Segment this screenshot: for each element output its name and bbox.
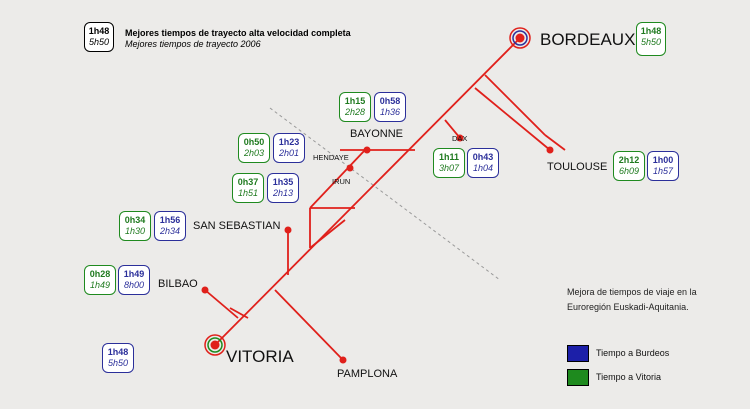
station-pamplona-dot [339, 356, 347, 364]
legend-line1: Mejores tiempos de trayecto alta velocid… [125, 28, 351, 38]
city-bordeaux: BORDEAUX [540, 30, 636, 49]
city-pamplona: PAMPLONA [337, 368, 398, 380]
city-vitoria: VITORIA [226, 347, 294, 366]
time-value: 1h30 [124, 226, 146, 236]
time-value: 8h00 [123, 280, 145, 290]
time-value: 1h36 [379, 107, 401, 117]
time-box-hendaye-vitoria: 0h50 2h03 [238, 133, 270, 163]
time-value: 1h11 [438, 152, 460, 162]
vitoria-terminal-marker [204, 334, 226, 356]
map-note: Mejora de tiempos de viaje en la Euroreg… [567, 287, 697, 312]
time-box-dax-burdeos: 0h43 1h04 [467, 148, 499, 178]
city-bayonne: BAYONNE [350, 128, 403, 140]
time-box-irun-burdeos: 1h35 2h13 [267, 173, 299, 203]
time-value: 2h13 [272, 188, 294, 198]
time-value: 5h50 [107, 358, 129, 368]
rail-toulouse-branch [474, 87, 551, 151]
time-box-irun-vitoria: 0h37 1h51 [232, 173, 264, 203]
time-value: 0h34 [124, 215, 146, 225]
time-value: 3h07 [438, 163, 460, 173]
time-box-toulouse-burdeos: 1h00 1h57 [647, 151, 679, 181]
city-dax: DAX [452, 134, 468, 143]
time-box-sansebastian-vitoria: 0h34 1h30 [119, 211, 151, 241]
station-bilbao-dot [201, 286, 209, 294]
time-box-dax-vitoria: 1h11 3h07 [433, 148, 465, 178]
time-value: 1h48 [640, 26, 662, 36]
time-value: 0h50 [243, 137, 265, 147]
time-value: 1h57 [652, 166, 674, 176]
city-hendaye: HENDAYE [313, 153, 349, 162]
stations [201, 134, 554, 364]
time-value: 0h43 [472, 152, 494, 162]
time-box-bilbao-burdeos: 1h49 8h00 [118, 265, 150, 295]
rail-segment [309, 219, 346, 249]
time-box-bilbao-vitoria: 0h28 1h49 [84, 265, 116, 295]
rail-lines [204, 37, 566, 361]
time-value: 1h15 [344, 96, 366, 106]
time-box-bayonne-burdeos: 0h58 1h36 [374, 92, 406, 122]
rail-bilbao-cross [229, 307, 249, 319]
time-value: 1h48 [107, 347, 129, 357]
rail-segment [509, 99, 546, 136]
time-value: 0h58 [379, 96, 401, 106]
time-value: 1h51 [237, 188, 259, 198]
time-value: 2h01 [278, 148, 300, 158]
time-value: 0h28 [89, 269, 111, 279]
key-blue-swatch [567, 345, 589, 362]
key-green-label: Tiempo a Vitoria [596, 372, 662, 382]
station-irun-dot [346, 164, 354, 172]
rail-dax-branch [444, 119, 461, 139]
time-value: 2h28 [344, 107, 366, 117]
station-sansebastian-dot [284, 226, 292, 234]
time-value: 1h49 [89, 280, 111, 290]
time-box-bordeaux: 1h48 5h50 [636, 22, 666, 56]
time-box-vitoria: 1h48 5h50 [102, 343, 134, 373]
legend-line2: Mejores tiempos de trayecto 2006 [125, 39, 261, 49]
legend-sample-bottom: 5h50 [88, 37, 110, 47]
time-value: 1h00 [652, 155, 674, 165]
legend-sample-top: 1h48 [88, 26, 110, 36]
time-value: 2h03 [243, 148, 265, 158]
rail-main-line [214, 37, 521, 346]
time-value: 1h56 [159, 215, 181, 225]
time-box-hendaye-burdeos: 1h23 2h01 [273, 133, 305, 163]
legend-sample-box: 1h48 5h50 [84, 22, 114, 52]
time-value: 2h34 [159, 226, 181, 236]
time-value: 6h09 [618, 166, 640, 176]
key-blue-label: Tiempo a Burdeos [596, 348, 670, 358]
station-toulouse-dot [546, 146, 554, 154]
city-san-sebastian: SAN SEBASTIAN [193, 220, 281, 232]
time-value: 1h49 [123, 269, 145, 279]
rail-coast-line [309, 149, 366, 209]
station-dax-dot [456, 134, 464, 142]
city-bilbao: BILBAO [158, 278, 198, 290]
rail-segment [484, 74, 511, 101]
rail-bilbao-branch [204, 289, 239, 319]
key-green-swatch [567, 369, 589, 386]
time-value: 1h23 [278, 137, 300, 147]
time-value: 0h37 [237, 177, 259, 187]
time-value: 2h12 [618, 155, 640, 165]
bordeaux-terminal-marker [509, 27, 531, 49]
time-box-bayonne-vitoria: 1h15 2h28 [339, 92, 371, 122]
city-toulouse: TOULOUSE [547, 161, 608, 173]
rail-pamplona-branch [274, 289, 344, 361]
city-irun: IRUN [332, 177, 351, 186]
station-hendaye-dot [363, 146, 371, 154]
time-value: 5h50 [640, 37, 662, 47]
time-box-sansebastian-burdeos: 1h56 2h34 [154, 211, 186, 241]
time-value: 1h35 [272, 177, 294, 187]
time-value: 1h04 [472, 163, 494, 173]
rail-toulouse-line [544, 134, 566, 151]
time-box-toulouse-vitoria: 2h12 6h09 [613, 151, 645, 181]
